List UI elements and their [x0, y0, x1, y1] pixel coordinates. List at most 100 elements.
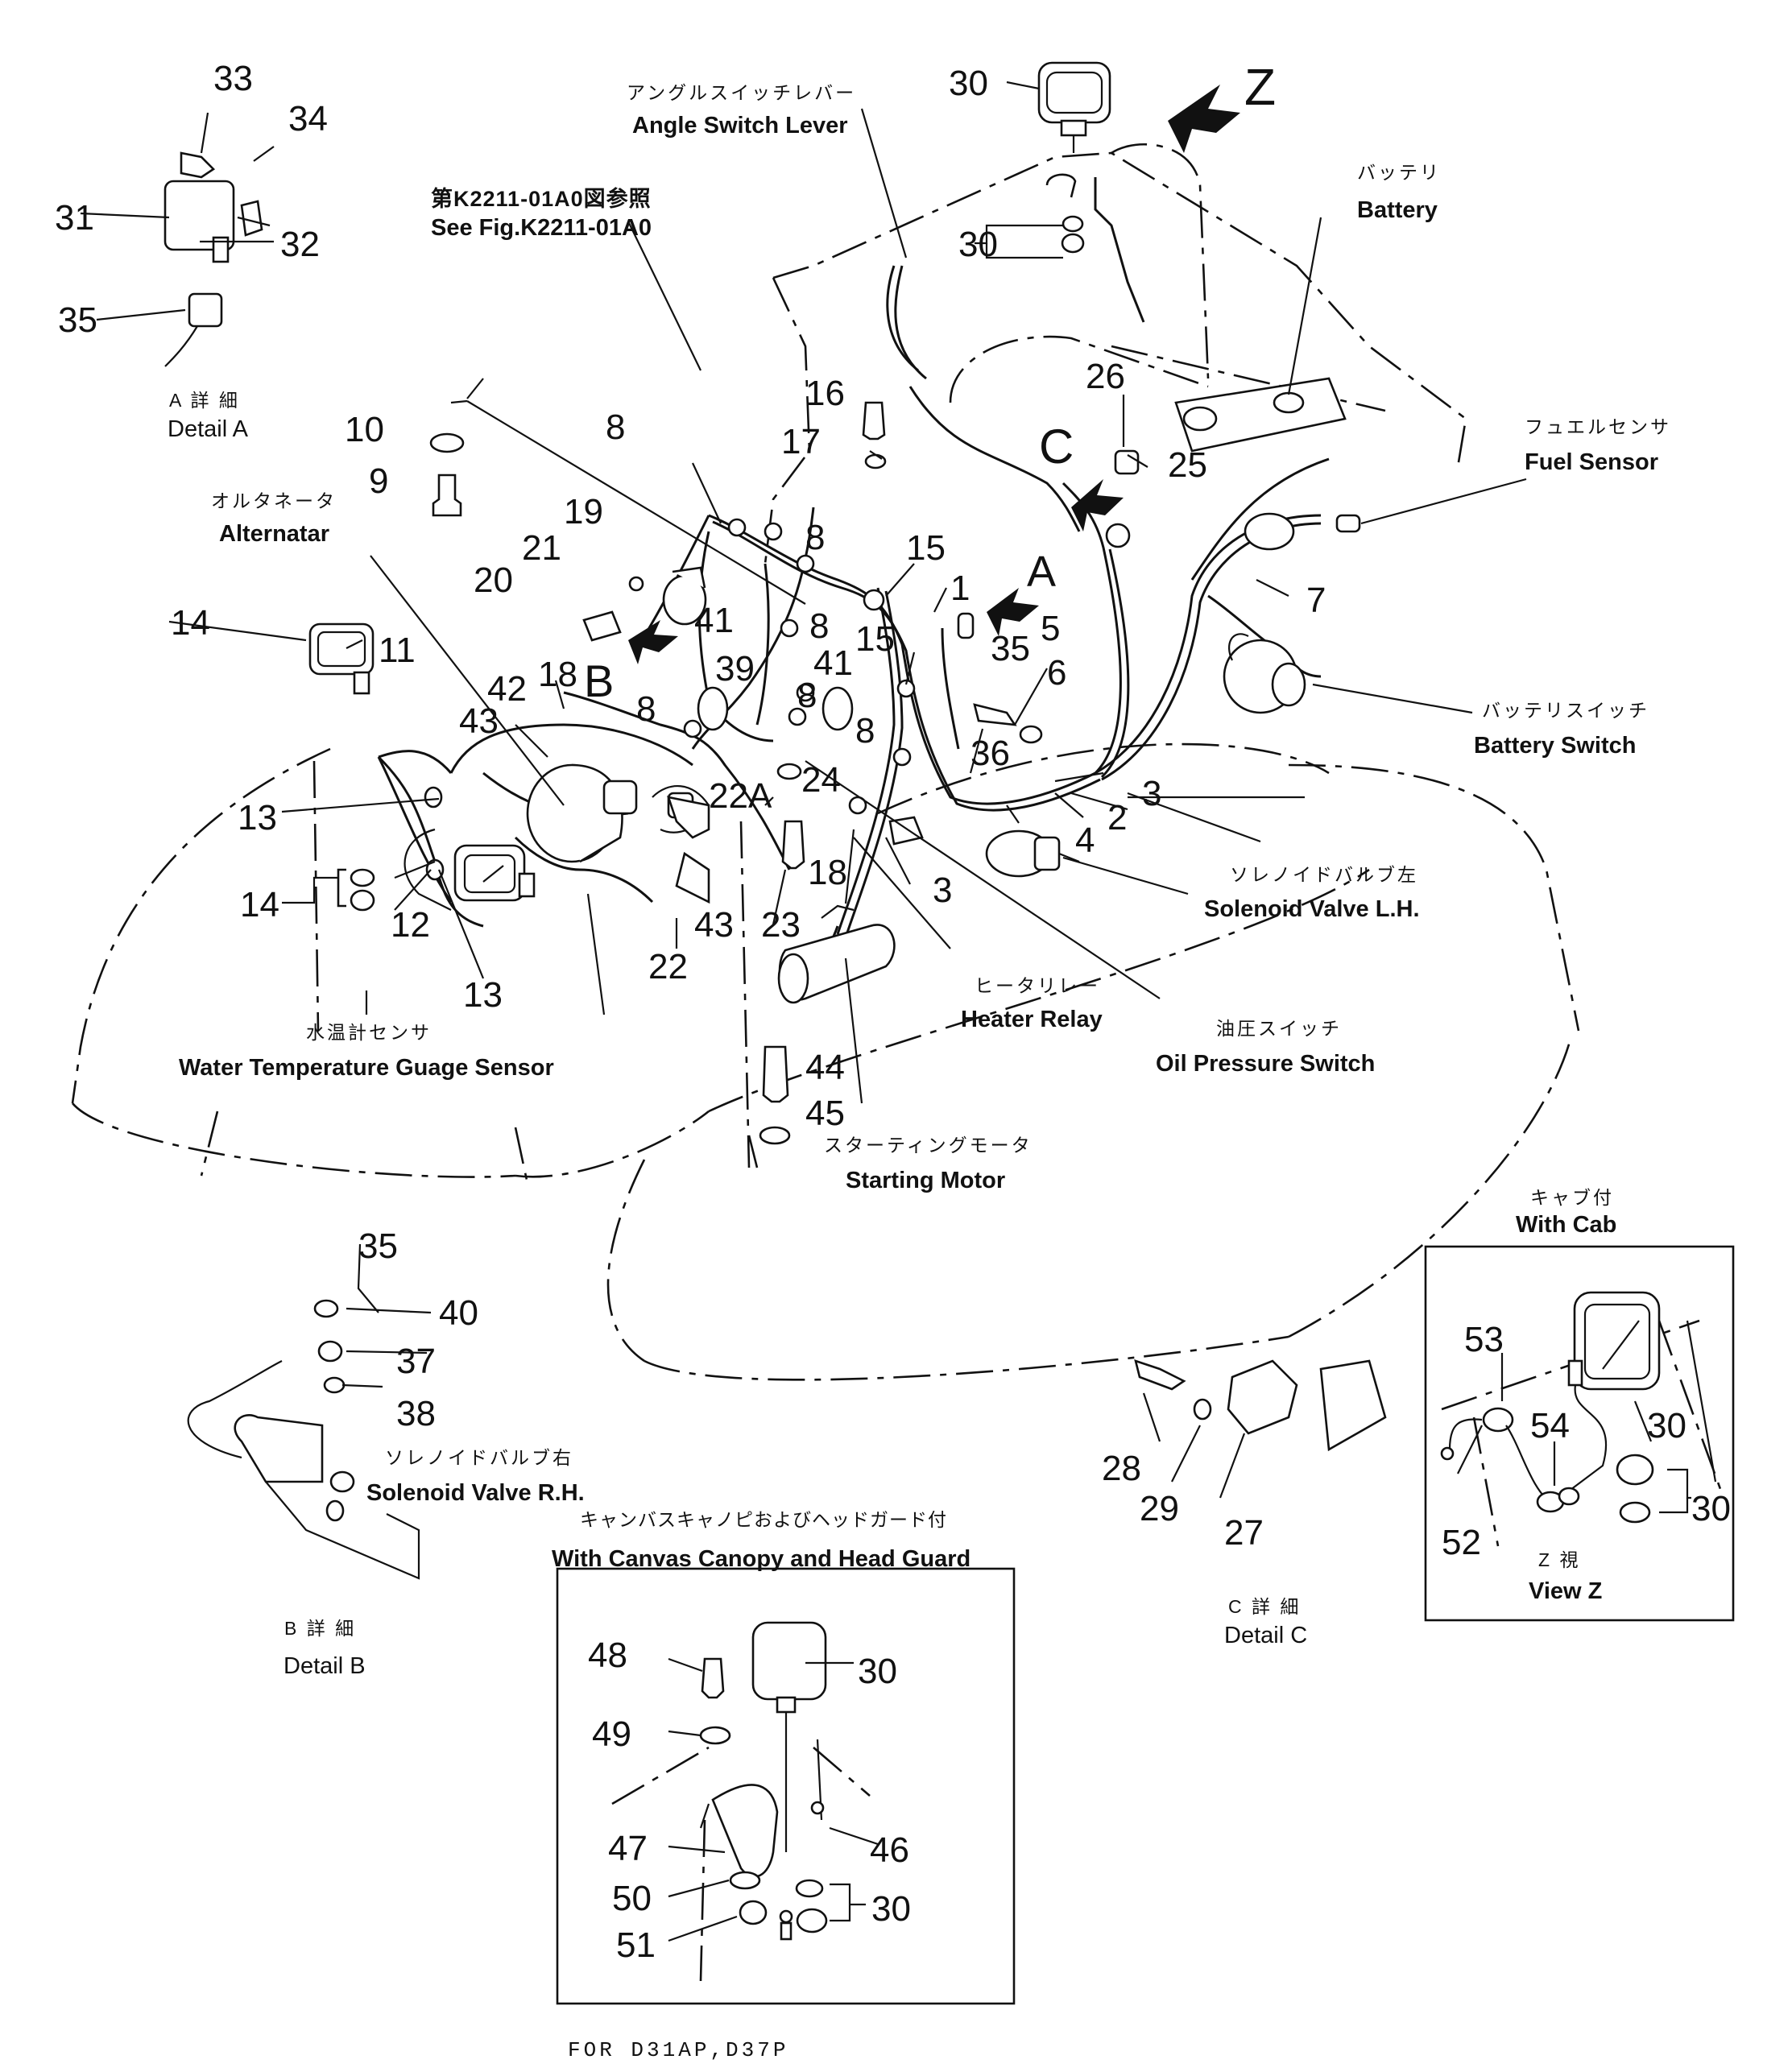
- part-number: 2: [1107, 798, 1127, 837]
- part-number: 13: [463, 975, 503, 1015]
- part-number: 8: [636, 689, 656, 729]
- part-number: 23: [761, 905, 801, 945]
- part-number: 6: [1047, 653, 1066, 693]
- battery: [1174, 377, 1347, 453]
- part-number: 44: [805, 1048, 845, 1087]
- part-number: 7: [1306, 581, 1326, 620]
- part-number: 22A: [709, 776, 772, 816]
- oil-pressure-label: Oil Pressure Switch: [1156, 1051, 1375, 1077]
- part-number: 32: [280, 225, 320, 264]
- battery-switch: [1223, 633, 1306, 714]
- canopy-inset: [556, 1567, 1016, 2005]
- part-number: 8: [797, 676, 817, 715]
- work-light-left: [308, 622, 375, 695]
- part-number: 29: [1140, 1489, 1179, 1528]
- part-number: 35: [358, 1226, 398, 1266]
- part-number: 8: [809, 606, 829, 646]
- part-number: 39: [715, 649, 755, 689]
- part-number: 28: [1102, 1449, 1141, 1488]
- callout-labels: 第K2211-01A0図参照 See Fig.K2211-01A0 アングルスイ…: [168, 58, 1669, 2062]
- with-cab-label: With Cab: [1516, 1212, 1616, 1238]
- part-number: 5: [1041, 609, 1060, 648]
- part-number: 13: [238, 798, 277, 837]
- starting-motor: [777, 904, 896, 1004]
- part-number: 42: [487, 669, 527, 709]
- part-number: 35: [58, 300, 97, 340]
- part-number: 24: [801, 760, 841, 800]
- part-number: 41: [694, 601, 734, 640]
- canopy-label: With Canvas Canopy and Head Guard: [552, 1546, 970, 1572]
- part-numbers: 1 2 3 3 4 5 6 7 8 8 8 8 8 8 9 10 11 12 1…: [55, 59, 1731, 1965]
- view-z-label-jp: Z 視: [1538, 1549, 1580, 1570]
- part-number: 48: [588, 1636, 627, 1675]
- part-number: 21: [522, 528, 561, 568]
- part-number: 30: [949, 64, 988, 103]
- detail-c-label-jp: C 詳 細: [1228, 1596, 1301, 1617]
- battery-switch-label-jp: バッテリスイッチ: [1482, 700, 1649, 721]
- part-number: 36: [970, 734, 1010, 773]
- part-number: 43: [694, 905, 734, 945]
- part-number: 14: [171, 603, 210, 643]
- alternator-label: Alternatar: [219, 521, 329, 547]
- part-number: 40: [439, 1293, 478, 1333]
- part-number: 31: [55, 198, 94, 238]
- part-number: 30: [1647, 1406, 1686, 1445]
- view-z-inset: [1424, 1245, 1735, 1622]
- see-fig-ref-en: See Fig.K2211-01A0: [431, 215, 652, 241]
- part-number: 10: [345, 410, 384, 449]
- part-number: 34: [288, 99, 328, 139]
- part-number: 50: [612, 1879, 652, 1918]
- starting-motor-label: Starting Motor: [846, 1168, 1005, 1193]
- part-number: 8: [606, 407, 625, 447]
- part-number: 9: [369, 461, 388, 501]
- detail-a-label-jp: A 詳 細: [169, 390, 240, 411]
- solenoid-rh-label-jp: ソレノイドバルブ右: [385, 1447, 573, 1468]
- angle-switch-label: Angle Switch Lever: [632, 113, 848, 139]
- battery-label: Battery: [1357, 197, 1438, 223]
- part-number: 54: [1530, 1406, 1570, 1445]
- part-number: 30: [871, 1889, 911, 1929]
- view-arrows: [628, 85, 1240, 664]
- part-number: 3: [933, 871, 952, 910]
- see-fig-ref-jp: 第K2211-01A0図参照: [431, 186, 652, 211]
- detail-b-label: Detail B: [283, 1653, 366, 1679]
- part-number: 49: [592, 1714, 631, 1754]
- part-number: 33: [213, 59, 253, 98]
- part-number: 30: [1691, 1489, 1731, 1528]
- view-letter-c: C: [1039, 420, 1074, 474]
- view-letter-a: A: [1027, 548, 1056, 596]
- part-number: 11: [379, 631, 416, 670]
- part-number: 15: [855, 619, 895, 659]
- part-number: 15: [906, 528, 946, 568]
- part-number: 14: [240, 885, 279, 924]
- view-z-label: View Z: [1529, 1578, 1602, 1604]
- battery-switch-label: Battery Switch: [1474, 733, 1636, 759]
- part-number: 30: [858, 1652, 897, 1691]
- part-number: 8: [805, 518, 825, 557]
- part-number: 37: [396, 1342, 436, 1381]
- fuel-sensor: [1244, 512, 1361, 551]
- part-number: 51: [616, 1925, 656, 1965]
- part-number: 25: [1168, 445, 1207, 485]
- water-temp-label: Water Temperature Guage Sensor: [179, 1055, 554, 1081]
- alternator-label-jp: オルタネータ: [211, 490, 337, 511]
- battery-label-jp: バッテリ: [1357, 162, 1441, 183]
- part-number: 19: [564, 492, 603, 531]
- part-number: 16: [805, 374, 845, 413]
- part-number: 12: [391, 905, 430, 945]
- headlamp-top: [1037, 61, 1111, 254]
- view-letter-b: B: [584, 656, 614, 706]
- part-number: 22: [648, 947, 688, 986]
- alternator: [526, 763, 710, 863]
- heater-relay-label: Heater Relay: [961, 1007, 1103, 1032]
- water-temp-label-jp: 水温計センサ: [306, 1022, 432, 1043]
- part-number: 35: [991, 629, 1030, 668]
- heater-relay-label-jp: ヒータリレー: [975, 975, 1100, 996]
- part-number: 46: [870, 1830, 909, 1870]
- part-number: 4: [1075, 821, 1095, 860]
- with-cab-label-jp: キャブ付: [1530, 1187, 1614, 1208]
- part-number: 1: [950, 569, 970, 608]
- part-number: 52: [1442, 1523, 1481, 1562]
- part-number: 18: [808, 853, 847, 892]
